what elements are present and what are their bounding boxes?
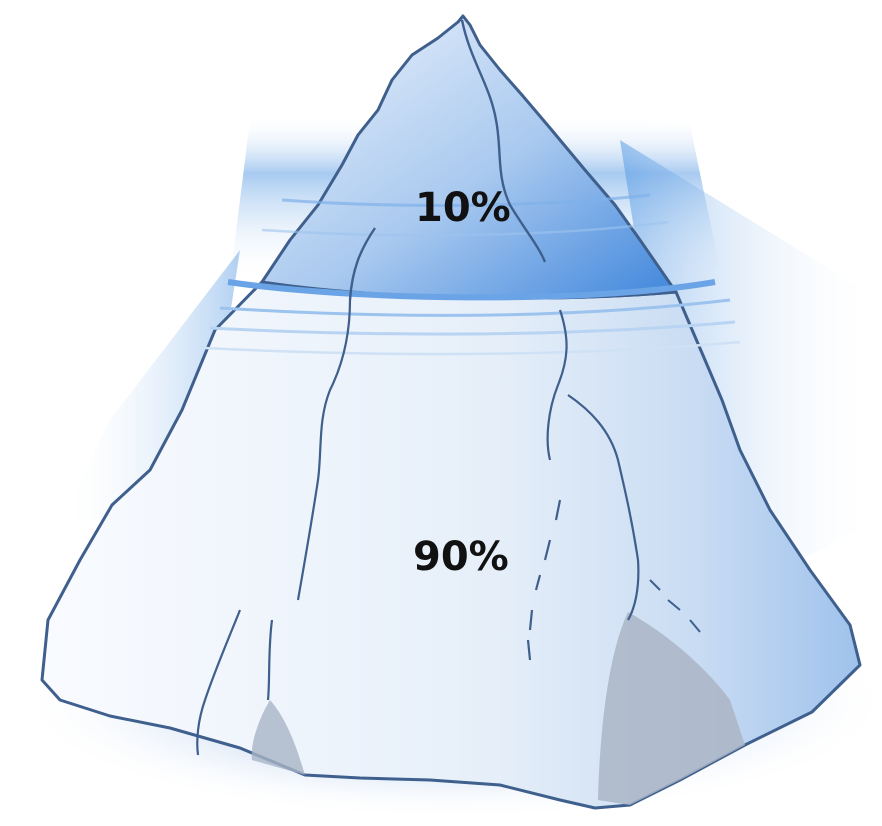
label-above-water: 10% — [415, 185, 511, 231]
label-below-water: 90% — [413, 534, 509, 580]
